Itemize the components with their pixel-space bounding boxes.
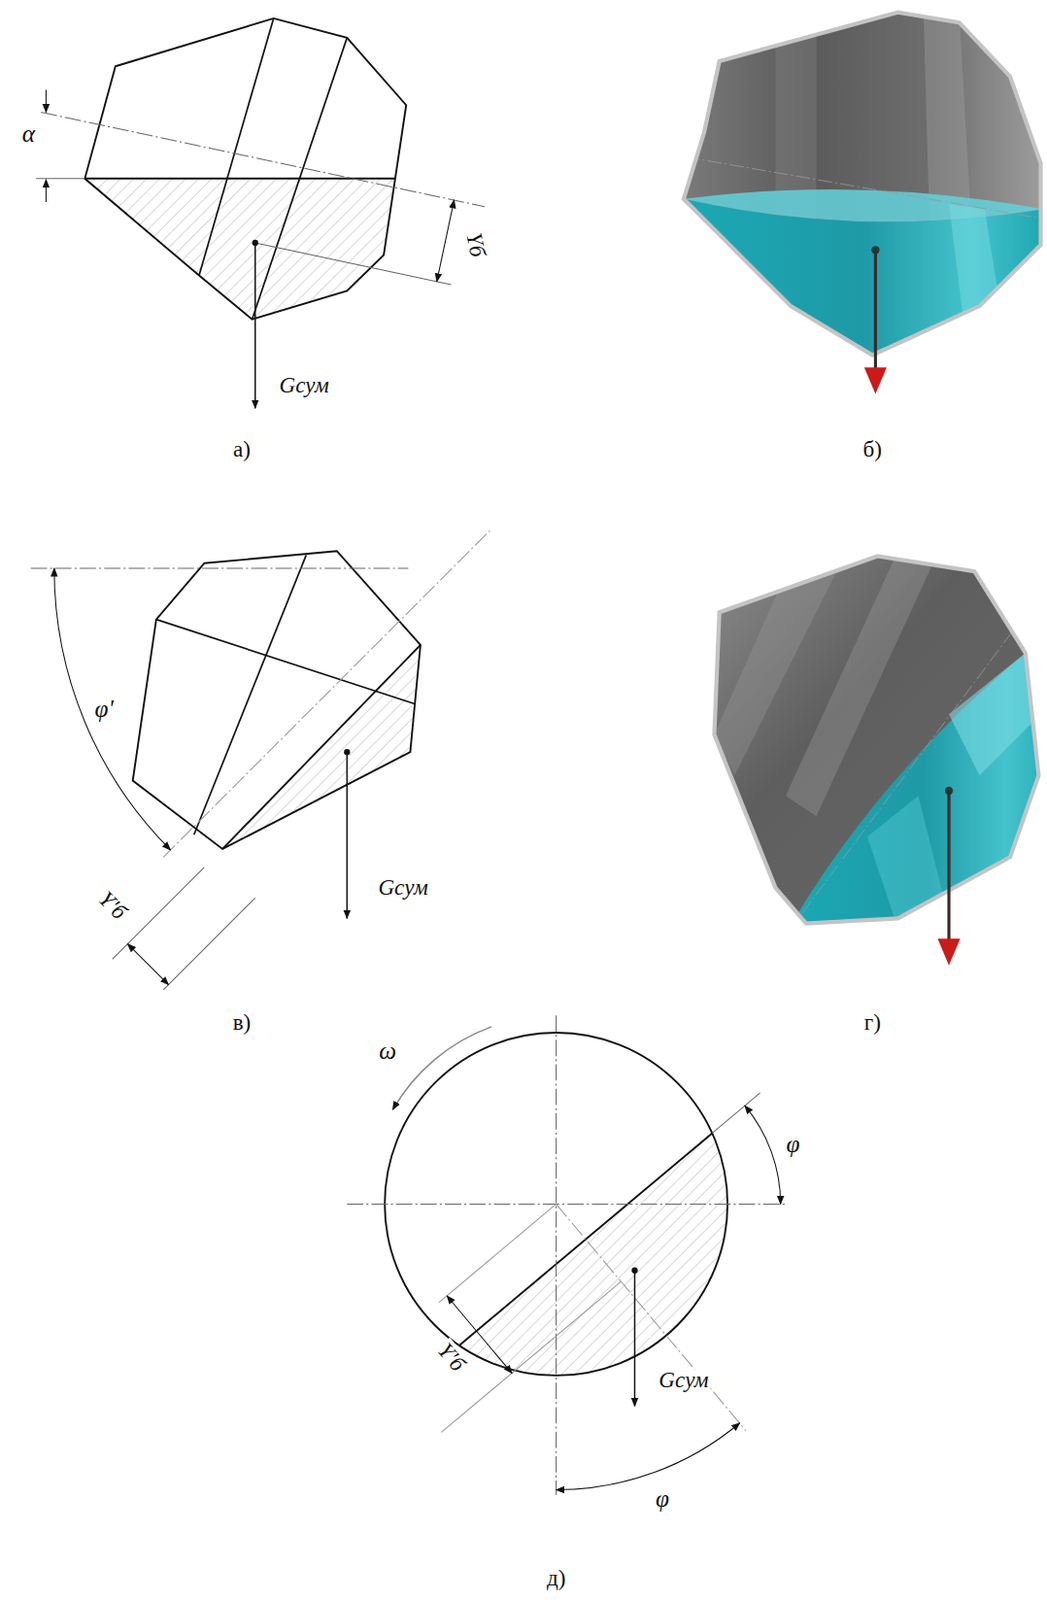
drum-section-v <box>31 530 491 990</box>
panel-letter: а) <box>231 439 253 462</box>
angle-symbol: φ' <box>92 697 115 722</box>
panel-letter: д) <box>544 1567 568 1590</box>
dimension-label: Y'б <box>433 1337 472 1377</box>
drum-section-a <box>35 18 485 408</box>
angle-symbol: φ <box>783 1131 802 1156</box>
force-label: Gсум <box>276 374 331 398</box>
angle-symbol: α <box>20 121 37 146</box>
dimension-label: Yб <box>461 229 490 262</box>
force-label: Gсум <box>375 877 430 900</box>
force-label: Gсум <box>656 1368 710 1391</box>
drum-circle-d <box>346 1014 1017 1600</box>
panel-letter: в) <box>231 1011 254 1034</box>
angle-symbol: φ <box>653 1486 672 1512</box>
drum-render-b <box>663 10 1047 409</box>
dimension-label: Y'б <box>93 885 133 925</box>
drum-render-g <box>713 550 1047 980</box>
panel-letter: б) <box>861 439 884 462</box>
angular-velocity-symbol: ω <box>376 1039 399 1064</box>
panel-letter: г) <box>862 1011 883 1034</box>
